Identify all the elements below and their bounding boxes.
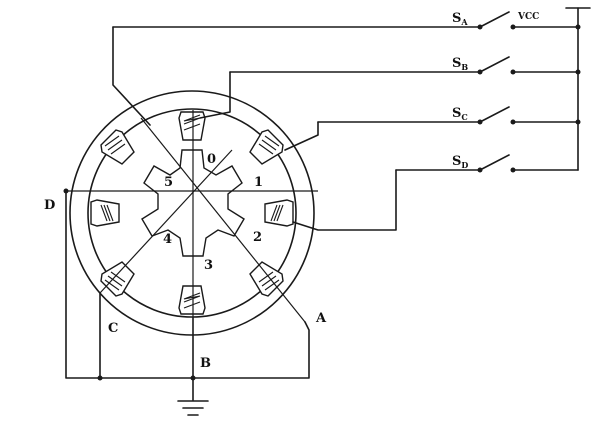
rotor-tooth-3: 3	[204, 258, 213, 273]
stator-coils	[100, 114, 284, 309]
stator-pole-bottom-left	[100, 261, 135, 297]
coil-right	[270, 204, 284, 222]
return-d	[65, 190, 310, 379]
stator-pole-top-left	[100, 129, 135, 165]
phase-b-label: B	[200, 356, 211, 371]
vcc-label: VCC	[517, 12, 539, 22]
switch-c[interactable]	[317, 106, 516, 125]
rotor-tooth-1: 1	[254, 175, 263, 190]
switch-d-label: SD	[452, 154, 468, 170]
wire-b	[199, 71, 231, 119]
stator-outer-ring	[69, 90, 315, 336]
switch-a[interactable]	[112, 11, 516, 30]
coil-bottom-left	[104, 271, 126, 291]
wire-c	[284, 121, 319, 151]
coil-left	[100, 204, 114, 222]
wire-a	[112, 26, 151, 126]
rotor-tooth-2: 2	[253, 230, 262, 245]
switch-a-label: SA	[452, 11, 468, 27]
coil-top	[183, 114, 201, 131]
coil-bottom-right	[258, 271, 280, 291]
stator-pole-top-right	[249, 129, 284, 165]
stator-inner-ring	[87, 108, 297, 318]
wire-d	[292, 169, 397, 231]
switch-d[interactable]	[395, 154, 516, 173]
phase-c-label: C	[108, 321, 118, 336]
rotor-tooth-0: 0	[207, 152, 216, 167]
phase-wires	[112, 26, 397, 231]
coil-top-right	[258, 135, 280, 155]
vcc-bus	[512, 7, 591, 171]
rotor-tooth-labels: 0 1 2 3 4 5	[163, 152, 263, 273]
coil-top-left	[104, 135, 126, 155]
stator-pole-bottom-right	[249, 261, 284, 297]
rotor-tooth-4: 4	[163, 232, 172, 247]
stator-pole-top	[178, 111, 206, 141]
phase-a-label: A	[315, 311, 327, 326]
ground-icon	[177, 400, 209, 416]
coil-bottom	[183, 292, 201, 309]
rotor-tooth-5: 5	[164, 175, 173, 190]
stator-pole-right	[264, 199, 294, 227]
stator-poles	[90, 111, 294, 315]
phase-d-label: D	[44, 198, 55, 213]
switch-b[interactable]	[229, 56, 516, 75]
phase-cross-lines	[66, 110, 318, 323]
switch-b-label: SB	[452, 56, 468, 72]
stator-pole-left	[90, 199, 120, 227]
stator-pole-bottom	[178, 285, 206, 315]
switch-c-label: SC	[452, 106, 468, 122]
return-wires	[63, 188, 310, 401]
